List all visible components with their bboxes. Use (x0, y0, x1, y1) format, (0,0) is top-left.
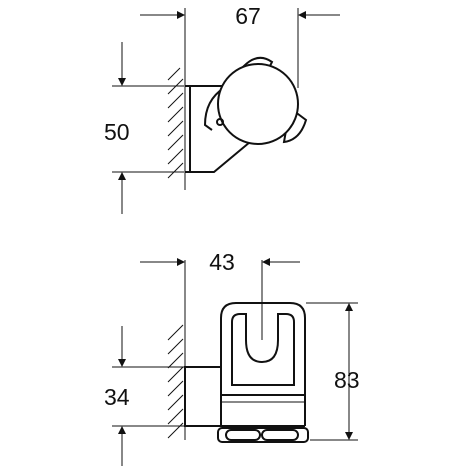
bottom-wall-hatch (167, 310, 186, 440)
bottom-width-label: 43 (209, 249, 235, 275)
bottom-offset-dimension: 34 (104, 326, 184, 466)
top-wall-hatch (167, 58, 186, 190)
top-knob (216, 56, 308, 145)
bottom-mount-plate (184, 366, 222, 427)
top-height-dimension: 50 (104, 42, 184, 214)
top-width-dimension: 67 (140, 3, 340, 88)
bottom-height-dimension: 83 (306, 302, 360, 441)
bottom-offset-label: 34 (104, 384, 130, 410)
bottom-hose-nut (217, 427, 309, 443)
top-mount-plate (185, 85, 191, 173)
top-view: 67 50 (104, 3, 340, 214)
bottom-height-label: 83 (334, 367, 360, 393)
bottom-width-dimension: 43 (140, 249, 300, 340)
bottom-view: 43 34 83 (104, 249, 360, 466)
top-width-label: 67 (235, 3, 261, 29)
top-height-label: 50 (104, 119, 130, 145)
bottom-holder-body (220, 302, 306, 427)
